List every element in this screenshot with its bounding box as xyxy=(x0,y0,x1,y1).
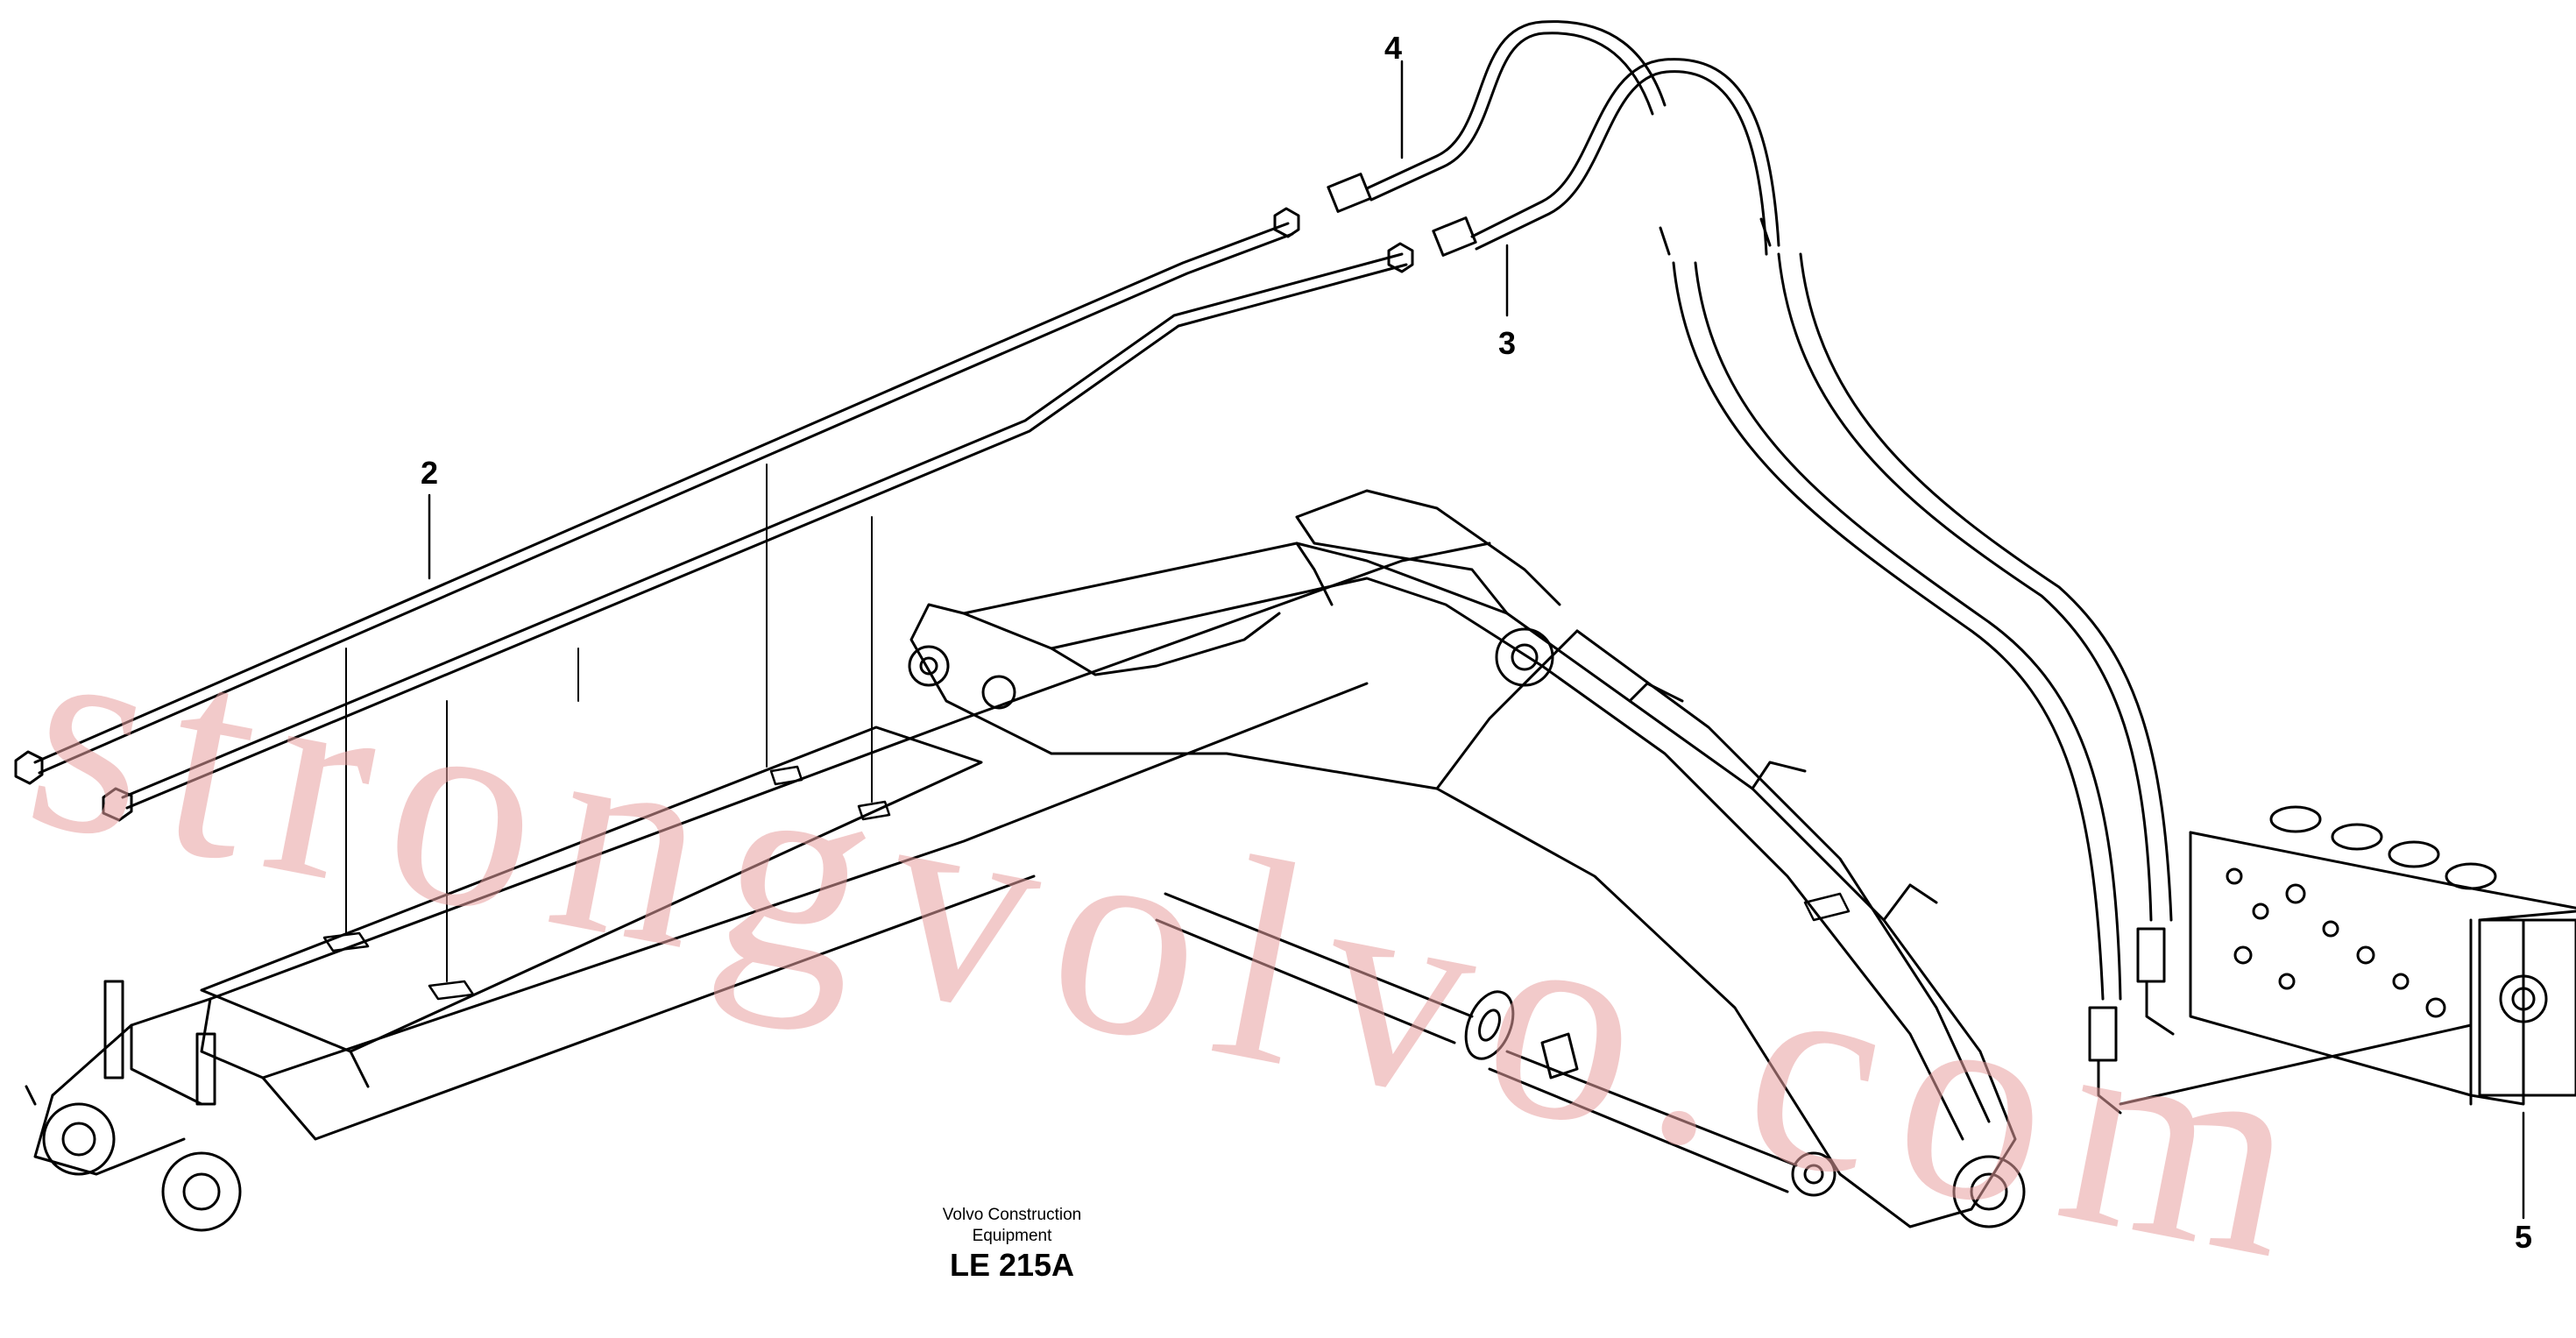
caption-drawing-code: LE 215A xyxy=(949,1247,1075,1283)
callout-5: 5 xyxy=(2514,1219,2533,1255)
callout-2: 2 xyxy=(420,455,439,491)
boom xyxy=(25,489,2026,1232)
caption-company-line2: Equipment xyxy=(972,1227,1052,1245)
callout-3: 3 xyxy=(1497,325,1517,361)
hydraulic-hoses xyxy=(1327,20,2175,1115)
drawing-caption: Volvo Construction Equipment LE 215A xyxy=(943,1205,1081,1284)
steel-tube-pair xyxy=(14,207,1414,822)
callout-leaders xyxy=(428,60,2525,1220)
control-valve xyxy=(2119,805,2576,1106)
pipe-clamps xyxy=(322,765,1851,1001)
callout-4: 4 xyxy=(1384,30,1403,66)
caption-company-line1: Volvo Construction xyxy=(942,1206,1082,1224)
assembly-guide-lines xyxy=(345,464,873,982)
